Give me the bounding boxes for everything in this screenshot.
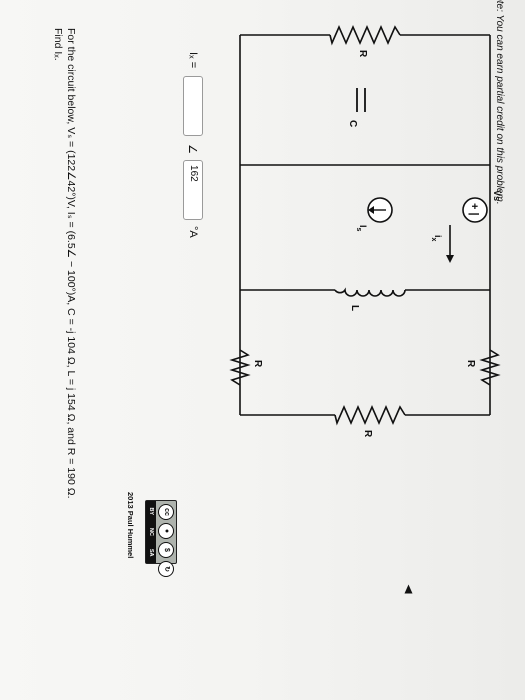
creative-commons-badge: cc ● $ ↻ BY NC SA xyxy=(145,500,177,577)
cc-nc-text: NC xyxy=(148,528,154,536)
inductor-label: L xyxy=(349,305,360,311)
cc-terms-strip: BY NC SA xyxy=(146,501,156,563)
inductor xyxy=(334,287,406,297)
resistor-left-label: R xyxy=(357,50,368,58)
cc-by-text: BY xyxy=(148,507,154,516)
sharealike-icon: ↻ xyxy=(158,561,174,577)
resistor-top-label: R xyxy=(252,360,263,368)
resistor-left xyxy=(329,25,401,46)
voltage-source-icon xyxy=(462,197,488,223)
resistor-right xyxy=(334,405,406,426)
angle-symbol: ∠ xyxy=(186,144,199,155)
ix-arrow-head-icon xyxy=(446,255,454,263)
magnitude-input[interactable] xyxy=(183,76,203,137)
is-label: Is xyxy=(355,225,368,232)
resistor-top xyxy=(229,349,251,386)
capacitor xyxy=(356,88,366,112)
problem-text: For the circuit below, Vₛ = (122∠42°)V, … xyxy=(65,28,77,499)
mouse-cursor-icon xyxy=(404,584,413,594)
circuit-diagram: R C + | Vs ix Is L R R R xyxy=(229,25,502,438)
noncommercial-icon: $ xyxy=(158,542,174,558)
answer-row: Iₓ = ∠ °A xyxy=(181,52,205,238)
answer-label: Iₓ = xyxy=(187,52,199,69)
vs-label: Vs xyxy=(492,190,502,201)
resistor-right-label: R xyxy=(362,430,373,438)
vs-plus-minus: + | xyxy=(468,203,480,216)
cc-icon: cc xyxy=(158,504,174,520)
partial-credit-note: Note: You can earn partial credit on thi… xyxy=(494,0,505,205)
person-icon: ● xyxy=(158,523,174,539)
answer-unit: °A xyxy=(187,226,199,238)
ix-label: ix xyxy=(430,235,443,242)
angle-input[interactable] xyxy=(183,160,203,221)
copyright-author: 2013 Paul Hummel xyxy=(126,492,135,559)
problem-question: Find Iₓ. xyxy=(52,28,64,61)
cc-sa-text: SA xyxy=(148,548,154,557)
resistor-bottom-label: R xyxy=(465,360,476,368)
capacitor-label: C xyxy=(347,120,358,127)
problem-statement: For the circuit below, Vₛ = (122∠42°)V, … xyxy=(52,28,77,499)
resistor-bottom xyxy=(479,349,501,386)
